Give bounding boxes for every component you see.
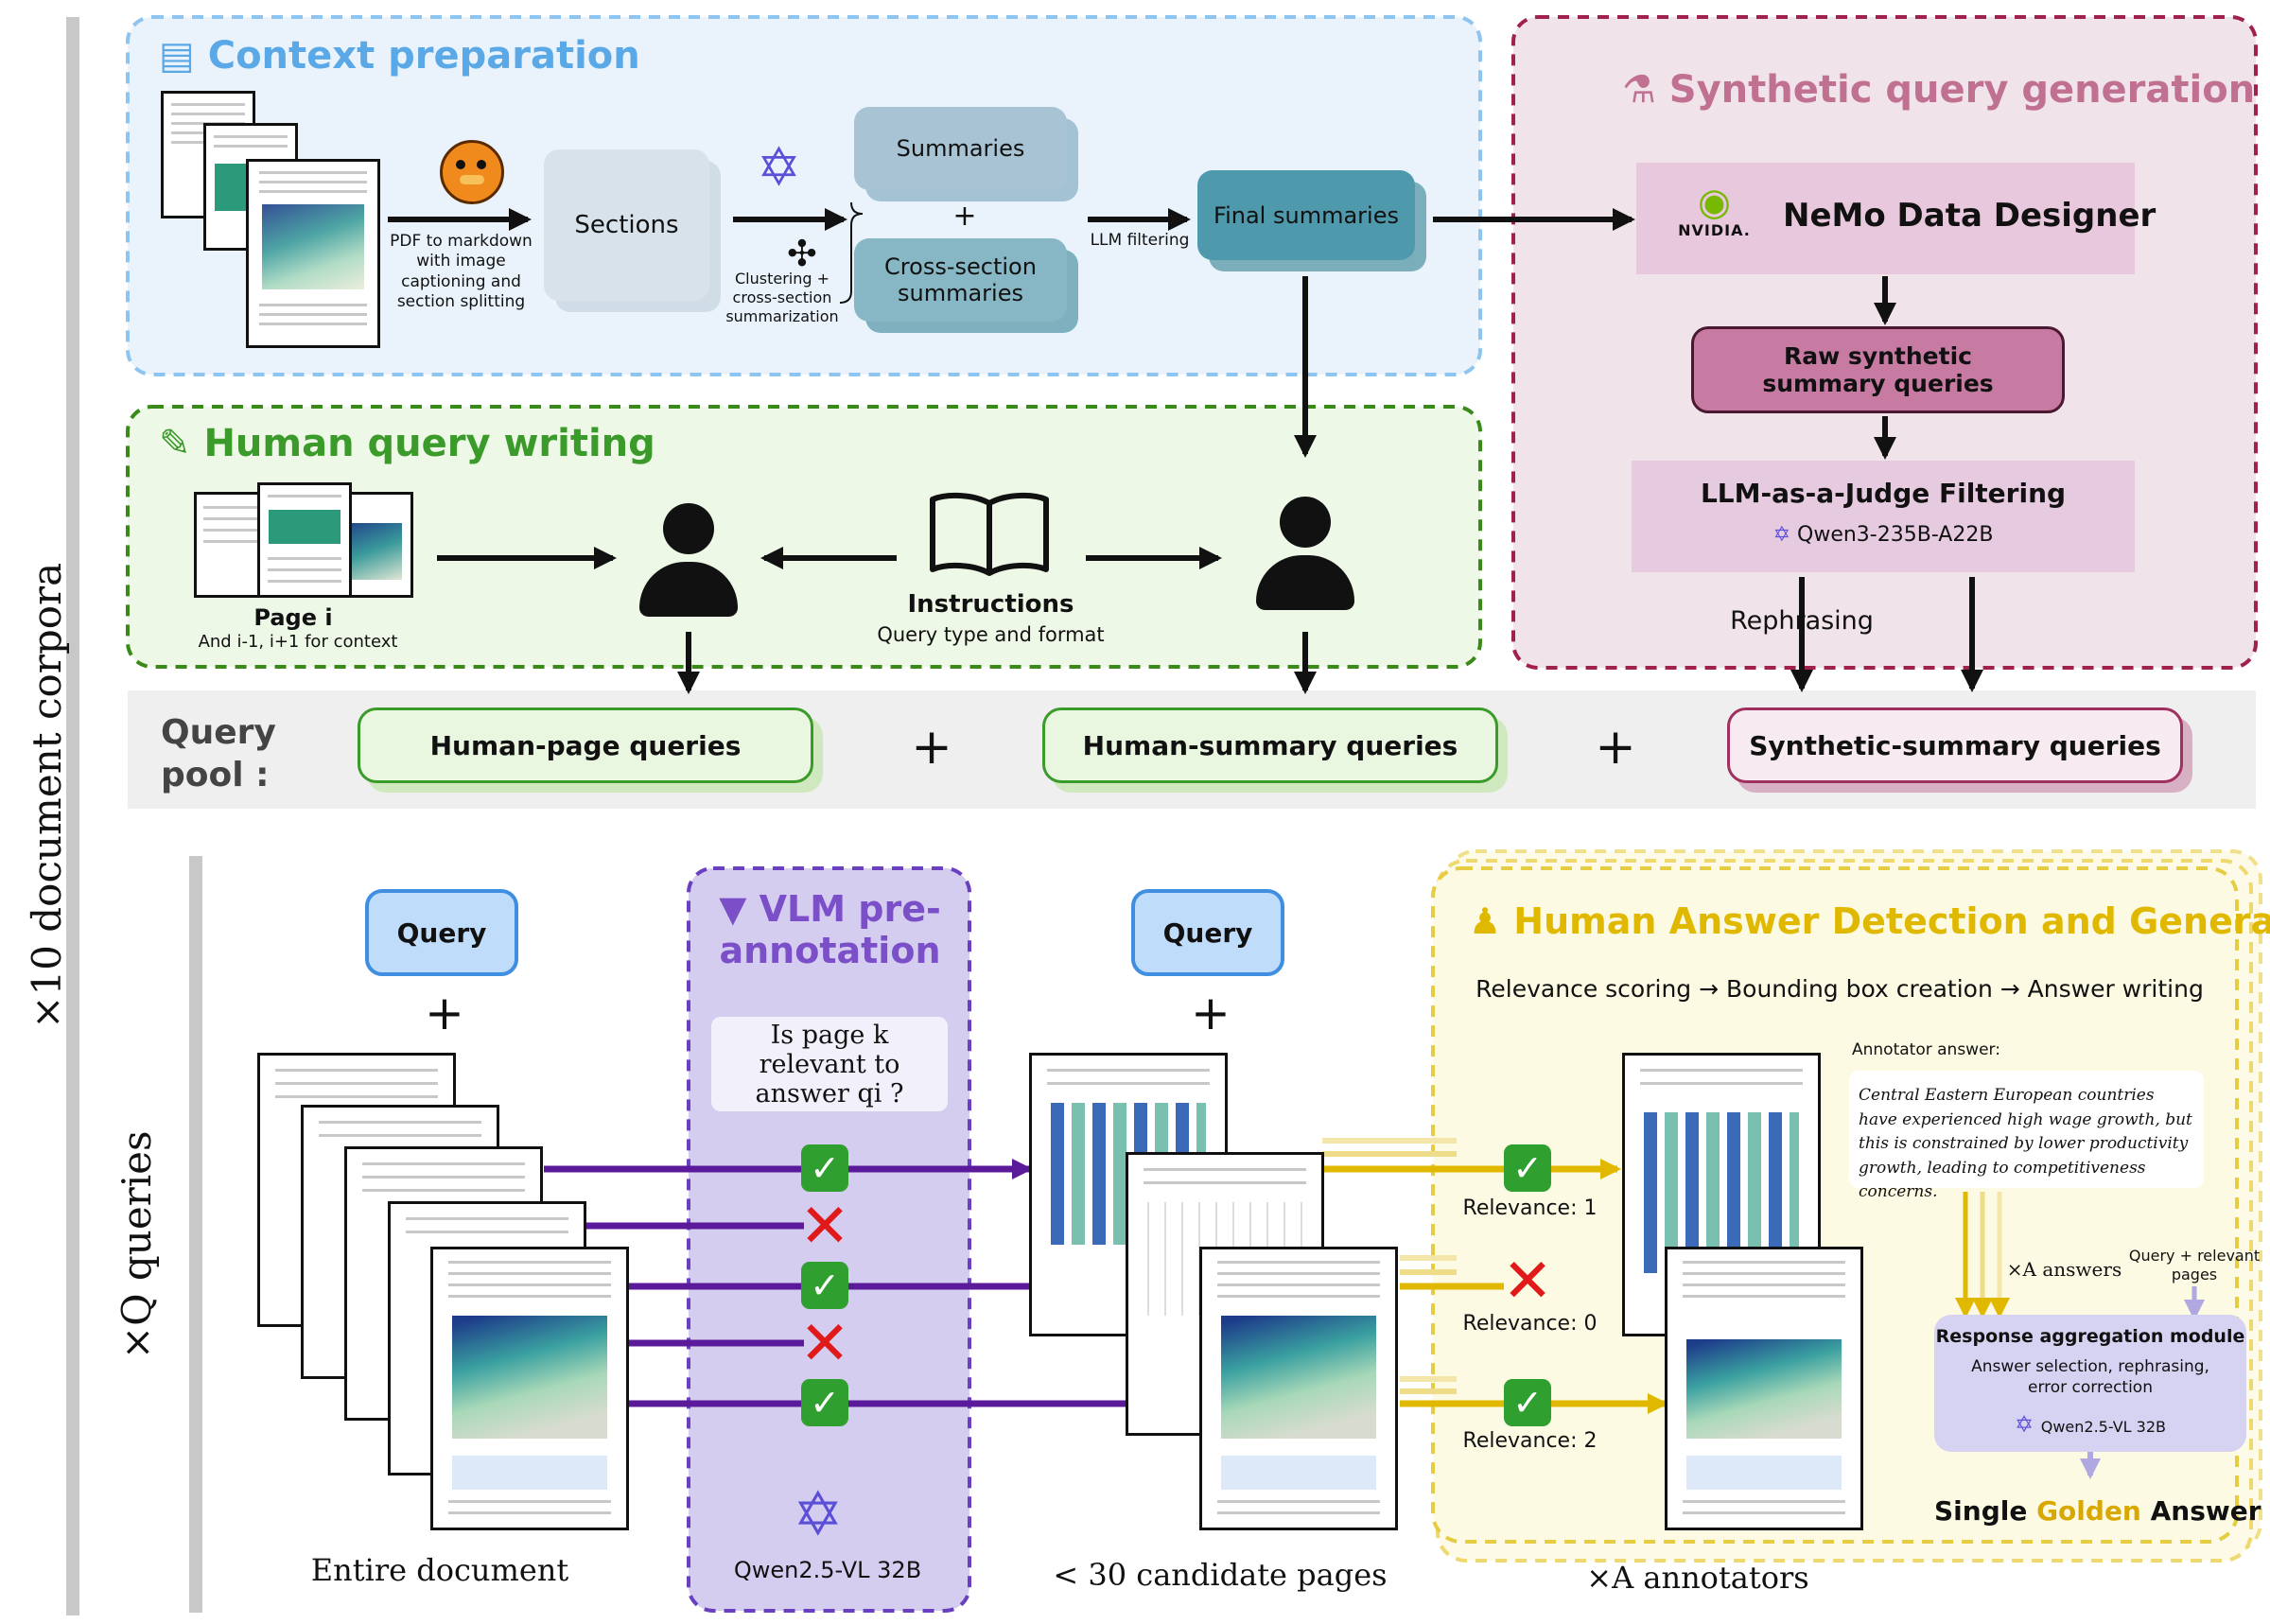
golden-word-3: Answer [2150,1495,2261,1527]
brace [839,201,864,304]
annotated-page-2 [1665,1247,1863,1530]
context-note: And i-1, i+1 for context [198,632,398,652]
corpora-label: ×10 document corpora [23,562,70,1029]
user-icon: ♟ [1469,900,1514,942]
final-summaries-box: Final summaries [1197,170,1415,260]
judge-label: LLM-as-a-Judge Filtering [1700,478,2067,509]
judge-model: ✡ Qwen3-235B-A22B [1632,523,2135,547]
query-relevant-label: Query + relevant pages [2128,1247,2261,1283]
context-region [126,15,1482,376]
annotator-answer-box: Central Eastern European countries have … [1849,1071,2204,1201]
pdf-caption: PDF to markdown with image captioning an… [390,232,533,311]
queries-label: ×Q queries [113,1130,160,1360]
query-box-2: Query [1131,889,1284,976]
judge-box: LLM-as-a-Judge Filtering ✡ Qwen3-235B-A2… [1632,461,2135,572]
qwen-icon-vlm: ✡ [793,1480,844,1550]
golden-word-2: Golden [2036,1495,2141,1527]
golden-answer: Single Golden Answer [1934,1494,2261,1528]
pool-plus-2: + [1595,719,1636,776]
golden-word-1: Single [1934,1495,2028,1527]
a-answers-label: ×A answers [2006,1258,2122,1281]
instructions-label: Instructions [907,590,1074,619]
aggregation-title: Response aggregation module [1935,1326,2245,1347]
qwen-icon-agg: ✡ [2015,1411,2041,1438]
book-icon [930,492,1049,576]
raw-queries-box: Raw synthetic summary queries [1691,326,2065,413]
page-current [257,482,352,598]
human-summary-queries: Human-summary queries [1042,707,1498,783]
aggregation-sub: Answer selection, rephrasing, error corr… [1971,1357,2209,1398]
summaries-box: Summaries [854,107,1067,190]
nvidia-eye-icon: ◉ [1698,181,1731,224]
human-title-text: Human query writing [203,422,655,465]
clustering-label: Clustering + cross-section summarization [725,270,839,325]
qwen-icon-small: ✡ [1772,523,1798,547]
annotators-label: ×A annotators [1586,1560,1809,1596]
check-icon-rel-1: ✓ [1504,1144,1551,1192]
cand-page-3 [1199,1247,1398,1530]
queries-bar [189,856,202,1613]
annotator-answer-label: Annotator answer: [1852,1040,2000,1059]
cross-icon-1: ✕ [799,1192,850,1262]
vlm-title-text: VLM pre-annotation [719,888,941,971]
human-page-queries: Human-page queries [358,707,813,783]
pool-plus-1: + [911,719,952,776]
sections-box: Sections [544,149,709,301]
hadg-steps: Relevance scoring → Bounding box creatio… [1476,975,2204,1003]
summaries-plus: + [952,200,977,233]
check-icon-rel-2: ✓ [1504,1379,1551,1426]
judge-model-text: Qwen3-235B-A22B [1797,523,1994,547]
instructions-sub: Query type and format [877,623,1105,646]
parser-mascot-icon [440,140,504,204]
flask-icon: ⚗ [1622,68,1669,112]
hadg-title-text: Human Answer Detection and Generation [1513,900,2270,942]
llm-filtering-label: LLM filtering [1090,231,1190,250]
relevance-0: Relevance: 0 [1462,1312,1598,1336]
relevance-1: Relevance: 1 [1462,1196,1598,1220]
pdf-page-3 [246,159,380,348]
hadg-title: ♟ Human Answer Detection and Generation [1469,900,2270,942]
context-title: ▤ Context preparation [159,34,640,78]
entire-document-label: Entire document [310,1552,569,1588]
vlm-question: Is page k relevant to answer qi ? [711,1017,948,1111]
nvidia-wordmark: NVIDIA. [1678,221,1751,239]
relevance-2: Relevance: 2 [1462,1429,1598,1453]
rephrasing-label: Rephrasing [1730,606,1874,636]
corpora-bar [66,17,79,1615]
check-icon-2: ✓ [801,1262,848,1309]
aggregation-box: Response aggregation module Answer selec… [1934,1315,2246,1452]
check-icon-3: ✓ [801,1379,848,1426]
aggregation-model-text: Qwen2.5-VL 32B [2040,1418,2166,1436]
context-title-text: Context preparation [207,34,640,78]
human-region [126,405,1482,669]
qwen-icon: ✡ [757,137,801,199]
person-icon-1 [639,503,738,617]
document-icon: ▤ [159,34,208,78]
filter-icon: ▼ [719,888,760,930]
nemo-label: NeMo Data Designer [1783,197,2156,235]
query-pool-label: Query pool : [161,713,276,795]
query-plus-2: + [1191,986,1231,1040]
person-icon-2 [1256,497,1354,610]
synthetic-summary-queries: Synthetic-summary queries [1727,707,2183,783]
candidate-pages-label: < 30 candidate pages [1053,1557,1388,1593]
vlm-model: Qwen2.5-VL 32B [733,1557,922,1583]
doc-page-5 [430,1247,629,1530]
nvidia-logo: ◉ NVIDIA. [1674,183,1755,239]
query-box-1: Query [365,889,518,976]
cross-icon-2: ✕ [799,1309,850,1379]
vlm-title: ▼ VLM pre-annotation [695,888,965,971]
pen-icon: ✎ [159,422,204,465]
human-title: ✎ Human query writing [159,422,655,465]
nemo-box: ◉ NVIDIA. NeMo Data Designer [1636,163,2156,274]
page-i-label: Page i [253,604,333,631]
aggregation-model: ✡ Qwen2.5-VL 32B [1934,1411,2246,1438]
cross-icon-rel-0: ✕ [1502,1247,1553,1317]
synthetic-title-text: Synthetic query generation [1668,68,2256,112]
query-plus-1: + [425,986,464,1040]
cluster-icon: ✣ [787,233,817,274]
check-icon-1: ✓ [801,1144,848,1192]
cross-section-box: Cross-section summaries [854,238,1067,322]
synthetic-title: ⚗ Synthetic query generation [1622,68,2255,112]
